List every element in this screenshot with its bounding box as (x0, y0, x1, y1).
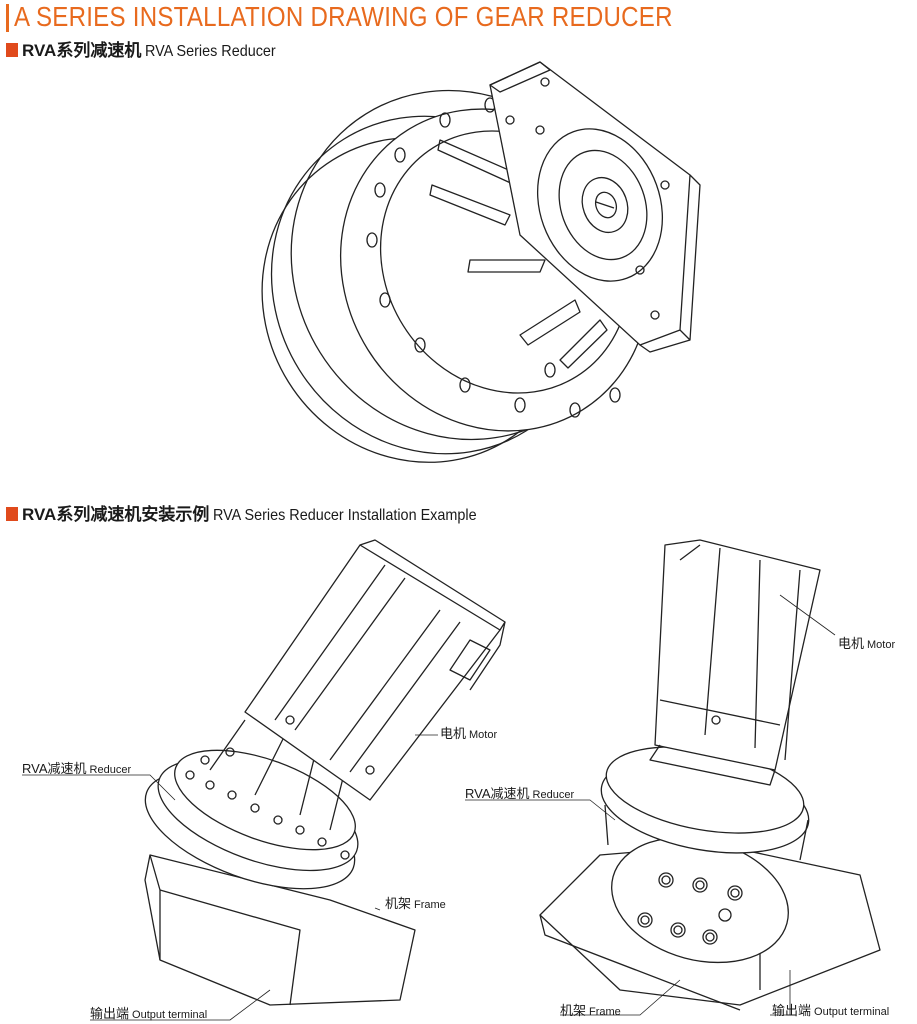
label-en: Frame (589, 1006, 621, 1018)
label-cn: 电机 (440, 726, 467, 741)
right-reducer (600, 746, 810, 861)
label-en: Reducer (532, 789, 575, 801)
left-leaders (22, 734, 438, 1021)
left-motor (244, 539, 506, 801)
left-reducer (144, 719, 359, 890)
section-title-cn: RVA系列减速机安装示例 (22, 505, 210, 524)
label-en: Motor (867, 639, 896, 651)
section-marker-icon (6, 507, 18, 521)
motor-flange-plate (489, 61, 701, 353)
label-cn: 机架 (385, 896, 412, 911)
label-cn: RVA减速机 (22, 761, 87, 776)
page-title: A SERIES INSTALLATION DRAWING OF GEAR RE… (14, 1, 673, 32)
label-cn: 机架 (560, 1003, 587, 1018)
flange-bolt-holes (366, 97, 621, 418)
section-title-en: RVA Series Reducer Installation Example (213, 507, 477, 524)
section-title-cn: RVA系列减速机 (22, 41, 142, 60)
label-cn: 电机 (838, 636, 865, 651)
label-en: Motor (469, 729, 498, 741)
label-en: Frame (414, 899, 446, 911)
label-cn: 输出端 (772, 1003, 812, 1018)
section-title-en: RVA Series Reducer (145, 43, 277, 60)
left-frame (144, 854, 416, 1006)
label-en: Reducer (89, 764, 132, 776)
right-motor (649, 539, 821, 786)
label-cn: RVA减速机 (465, 786, 530, 801)
right-output-flange (611, 836, 789, 964)
title-accent-bar (6, 4, 9, 32)
right-leaders (465, 594, 836, 1016)
label-cn: 输出端 (90, 1006, 130, 1021)
section-marker-icon (6, 43, 18, 57)
label-en: Output terminal (132, 1009, 208, 1021)
label-en: Output terminal (814, 1006, 890, 1018)
